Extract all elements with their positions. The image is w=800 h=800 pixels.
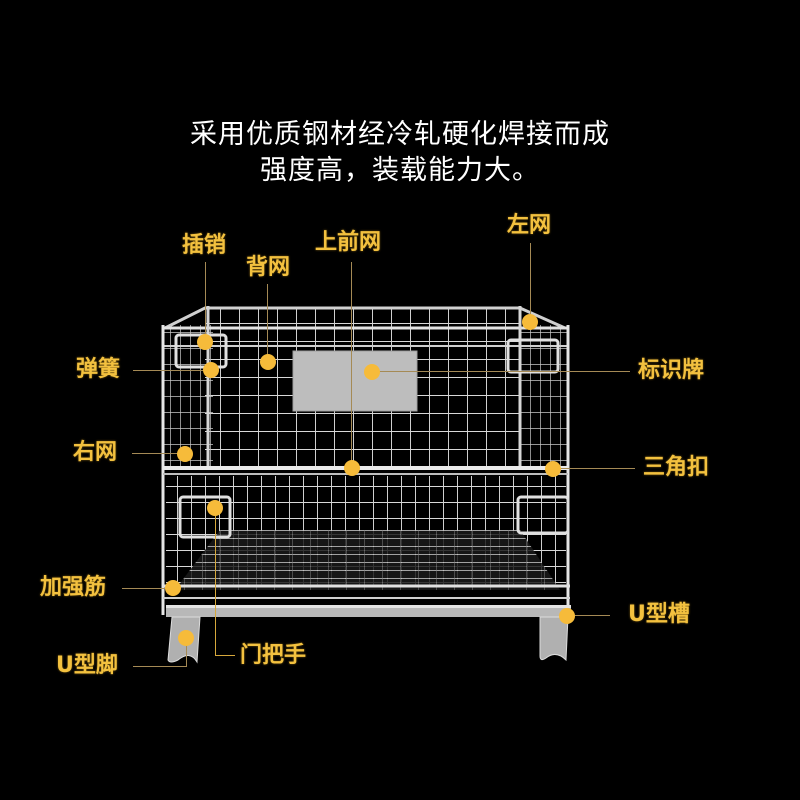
leader-line-door-handle-v xyxy=(215,508,216,655)
leader-line-right-mesh xyxy=(132,453,184,454)
label-u-channel: U型槽 xyxy=(628,602,690,627)
leader-line-back-mesh xyxy=(267,284,268,360)
label-back-mesh: 背网 xyxy=(246,255,291,280)
marker-dot-back-mesh xyxy=(260,354,276,370)
marker-dot-u-foot xyxy=(178,630,194,646)
leader-line-reinforcing-rib xyxy=(122,588,172,589)
label-spring: 弹簧 xyxy=(76,357,121,382)
label-door-handle: 门把手 xyxy=(240,643,307,668)
leader-line-triangle-clip xyxy=(553,468,635,469)
marker-dot-u-channel xyxy=(559,608,575,624)
leader-line-pin xyxy=(205,262,206,342)
label-upper-front-mesh: 上前网 xyxy=(315,230,382,255)
label-pin: 插销 xyxy=(182,233,227,258)
headline-line-2: 强度高，装载能力大。 xyxy=(260,155,540,186)
marker-dot-triangle-clip xyxy=(545,461,561,477)
marker-dot-upper-front-mesh xyxy=(344,460,360,476)
leader-line-u-foot-v xyxy=(186,638,187,666)
leader-line-left-mesh xyxy=(530,243,531,321)
label-reinforcing-rib: 加强筋 xyxy=(40,575,107,600)
label-right-mesh: 右网 xyxy=(73,440,118,465)
leader-line-u-channel xyxy=(568,615,610,616)
label-u-foot: U型脚 xyxy=(56,653,118,678)
leader-line-upper-front-mesh xyxy=(351,262,352,468)
leader-line-u-foot-h xyxy=(133,666,187,667)
label-left-mesh: 左网 xyxy=(507,213,552,238)
marker-dot-pin xyxy=(197,334,213,350)
marker-dot-left-mesh xyxy=(522,314,538,330)
marker-dot-reinforcing-rib xyxy=(165,580,181,596)
marker-dot-door-handle xyxy=(207,500,223,516)
label-triangle-clip: 三角扣 xyxy=(643,455,710,480)
marker-dot-right-mesh xyxy=(177,446,193,462)
leader-line-id-plate xyxy=(372,371,630,372)
label-id-plate: 标识牌 xyxy=(638,358,705,383)
marker-dot-spring xyxy=(203,362,219,378)
leader-line-spring xyxy=(133,370,211,371)
leader-line-door-handle-h xyxy=(215,655,235,656)
marker-dot-id-plate xyxy=(364,364,380,380)
headline-line-1: 采用优质钢材经冷轧硬化焊接而成 xyxy=(190,119,610,150)
